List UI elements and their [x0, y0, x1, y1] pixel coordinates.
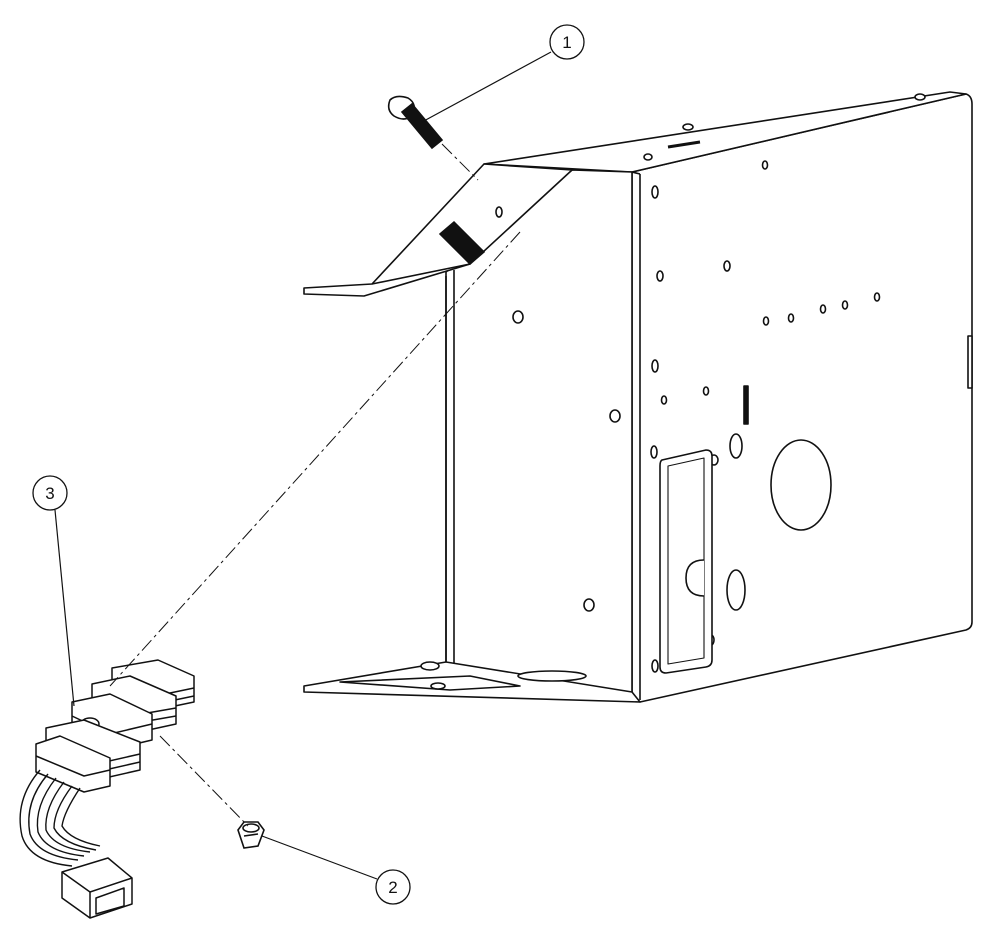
callout-2-label: 2 — [388, 878, 397, 897]
wire-harness — [19, 769, 73, 867]
leader-line-2 — [261, 835, 378, 880]
box-side-panel — [631, 93, 973, 703]
assembly-line-transformer — [109, 231, 521, 687]
callout-1: 1 — [549, 24, 585, 60]
nut-part-2 — [237, 821, 265, 849]
assembly-line-nut — [159, 735, 249, 827]
leader-line-3 — [54, 509, 75, 707]
leader-line-1 — [421, 51, 552, 123]
callout-3-label: 3 — [45, 484, 54, 503]
assembly-line-screw — [441, 143, 479, 181]
enclosure-box — [303, 91, 973, 703]
box-top-flange — [483, 91, 967, 173]
transformer-part-3 — [19, 659, 195, 919]
access-cover-plate — [659, 449, 713, 674]
screw-part-1 — [387, 95, 444, 150]
screw-installed — [438, 220, 486, 266]
wire-connector — [61, 857, 133, 919]
callout-2: 2 — [375, 869, 411, 905]
screw-shank — [400, 102, 444, 150]
upper-mounting-bracket — [303, 163, 573, 297]
callout-3: 3 — [32, 475, 68, 511]
callout-1-label: 1 — [562, 33, 571, 52]
assembly-lines — [109, 143, 521, 827]
